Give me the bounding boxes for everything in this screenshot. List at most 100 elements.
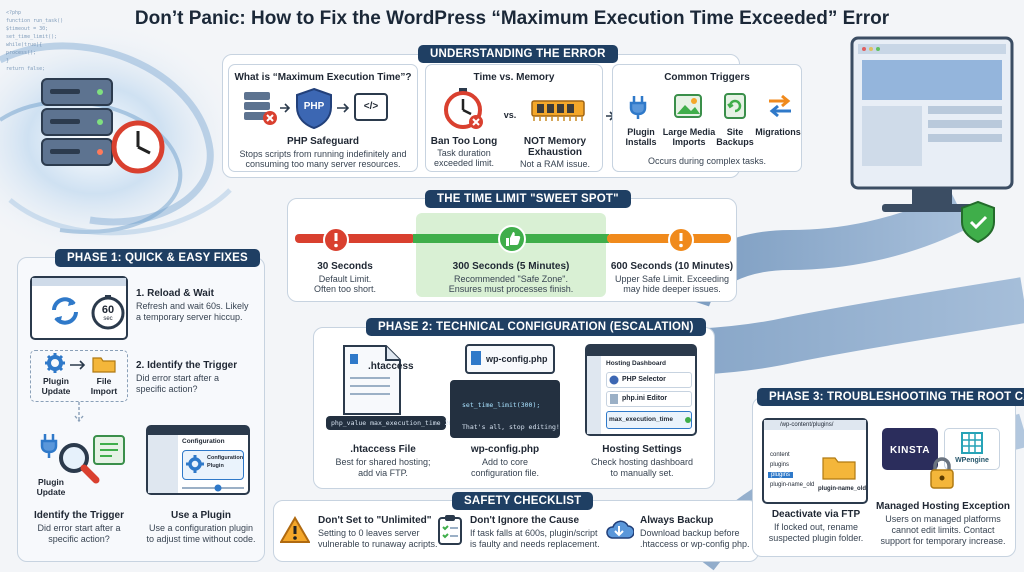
config-plugin-label-1: Configuration (207, 455, 244, 461)
dashed-connector (74, 402, 84, 423)
hosting-menu-max-exec[interactable] (606, 411, 692, 429)
trigger-backups-2: Backups (716, 137, 754, 147)
arrow-right-icon (70, 360, 86, 370)
hosting-menu-php-ini[interactable] (606, 391, 692, 407)
not-memory-title-2: Exhaustion (528, 147, 582, 158)
use-plugin-desc-1: Use a configuration plugin (148, 523, 254, 533)
identify-trigger-title: Identify the Trigger (33, 510, 124, 521)
limit-30-title: 30 Seconds (317, 261, 373, 272)
safety-3-title: Always Backup (640, 515, 714, 526)
sweet-spot-header: THE TIME LIMIT "SWEET SPOT" (425, 190, 631, 208)
htaccess-file-label: .htaccess (368, 361, 414, 372)
hosting-menu-php-selector[interactable] (606, 372, 692, 388)
ftp-title: Deactivate via FTP (771, 509, 861, 520)
ftp-window (762, 418, 868, 504)
stopwatch-error-icon (444, 88, 483, 129)
trigger-media-1: Large Media (662, 127, 716, 137)
php-safeguard-desc-2: consuming too many server resources. (245, 159, 401, 169)
plug-icon (40, 434, 58, 458)
time-vs-memory-heading: Time vs. Memory (473, 72, 555, 83)
card-left-plugin-2: Update (36, 487, 66, 497)
wpengine-logo (944, 428, 1000, 470)
step1-desc-1: Refresh and wait 60s. Likely (136, 301, 249, 311)
limit-300-desc-1: Recommended "Safe Zone". (454, 274, 568, 284)
ftp-desc-1: If locked out, rename (773, 522, 859, 532)
safety-2-desc-1: If task falls at 600s, plugin/script (470, 528, 598, 538)
timer-unit: sec (103, 316, 113, 322)
safety-header: SAFETY CHECKLIST (452, 492, 594, 510)
hosting-menu-1: PHP Selector (622, 376, 666, 383)
backup-icon (724, 93, 746, 119)
config-window-title: Configuration (182, 438, 225, 445)
warning-icon (280, 516, 310, 543)
htaccess-desc-1: Best for shared hosting; (335, 457, 431, 467)
file-import-2: Import (90, 386, 118, 396)
common-triggers-heading: Common Triggers (664, 72, 750, 83)
svg-text:}: } (6, 58, 9, 64)
triggers-note: Occurs during complex tasks. (647, 156, 767, 166)
config-window-bar (148, 427, 248, 435)
wpconfig-code-1: set_time_limit(300); (462, 401, 541, 409)
ban-too-long-desc-1: Task duration (437, 148, 491, 158)
arrow-right-icon (280, 103, 291, 113)
migration-arrows-icon (769, 94, 791, 118)
wpengine-grid-icon (961, 432, 983, 454)
warning-marker-icon (323, 227, 349, 253)
svg-text:set_time_limit();: set_time_limit(); (6, 34, 57, 40)
gear-icon (186, 455, 204, 473)
identify-trigger-desc-1: Did error start after a (37, 523, 121, 533)
safety-2-desc-2: is faulty and needs replacement. (470, 539, 600, 549)
limit-30-desc-1: Default Limit. (318, 274, 372, 284)
wpengine-logo-text: WPengine (955, 457, 989, 464)
code-symbol: </> (363, 101, 379, 112)
trigger-backups-1: Site (726, 127, 744, 137)
step1-title: 1. Reload & Wait (136, 288, 214, 299)
step2-desc-1: Did error start after a (136, 373, 220, 383)
magnifier-icon (59, 443, 100, 484)
page-title: Don’t Panic: How to Fix the WordPress “M… (134, 8, 890, 29)
hosting-title: Hosting Settings (602, 444, 682, 455)
limit-300-desc-2: Ensures must processes finish. (448, 284, 574, 294)
backup-cloud-icon (606, 520, 634, 539)
managed-title: Managed Hosting Exception (876, 501, 1010, 512)
htaccess-desc-2: add via FTP. (358, 468, 408, 478)
ftp-desc-2: suspected plugin folder. (768, 533, 864, 543)
php-safeguard-desc-1: Stops scripts from running indefinitely … (239, 149, 407, 159)
hosting-window-bar (587, 346, 695, 356)
hosting-desc-1: Check hosting dashboard (590, 457, 694, 467)
file-import-1: File (96, 376, 112, 386)
safety-1-desc-1: Setting to 0 leaves server (318, 528, 420, 538)
kinsta-logo (882, 428, 938, 470)
safety-3-desc-2: .htaccess or wp-config php. (640, 539, 750, 549)
svg-text:while(true){: while(true){ (6, 42, 42, 48)
ban-too-long-desc-2: exceeded limit. (433, 158, 495, 168)
php-safeguard-title: PHP Safeguard (286, 136, 360, 147)
image-icon (674, 94, 702, 118)
padlock-icon (930, 457, 954, 489)
ftp-tree-2: plugins (770, 462, 790, 468)
common-triggers-card-wide (612, 64, 802, 172)
config-window-sidebar (148, 435, 178, 493)
ftp-tree-3[interactable]: plugins (768, 472, 794, 478)
use-plugin-desc-2: to adjust time without code. (146, 534, 256, 544)
reload-icon (52, 297, 78, 325)
hosting-window-title: Hosting Dashboard (606, 360, 666, 367)
php-shield-icon (296, 87, 332, 130)
document-icon (93, 435, 125, 465)
safety-2-title: Don't Ignore the Cause (470, 515, 580, 526)
htaccess-code: php_value max_execution_time 260 (326, 416, 456, 430)
card-left-plugin-1: Plugin (38, 477, 64, 487)
plugin-update-2: Update (41, 386, 71, 396)
hosting-menu-2: php.ini Editor (622, 395, 668, 402)
trigger-media-2: Imports (672, 137, 706, 147)
vs-label: vs. (503, 110, 517, 120)
arrow-right-icon (337, 103, 350, 113)
hosting-desc-2: to manually set. (610, 468, 674, 478)
phase2-header: PHASE 2: TECHNICAL CONFIGURATION (ESCALA… (366, 318, 706, 336)
wordpress-monitor-icon (850, 36, 1014, 244)
htaccess-title: .htaccess File (350, 444, 416, 455)
checklist-icon (438, 515, 462, 545)
safety-1-desc-2: vulnerable to runaway acripts. (318, 539, 438, 549)
php-label: PHP (303, 101, 325, 112)
managed-desc-3: support for temporary increase. (880, 536, 1006, 546)
